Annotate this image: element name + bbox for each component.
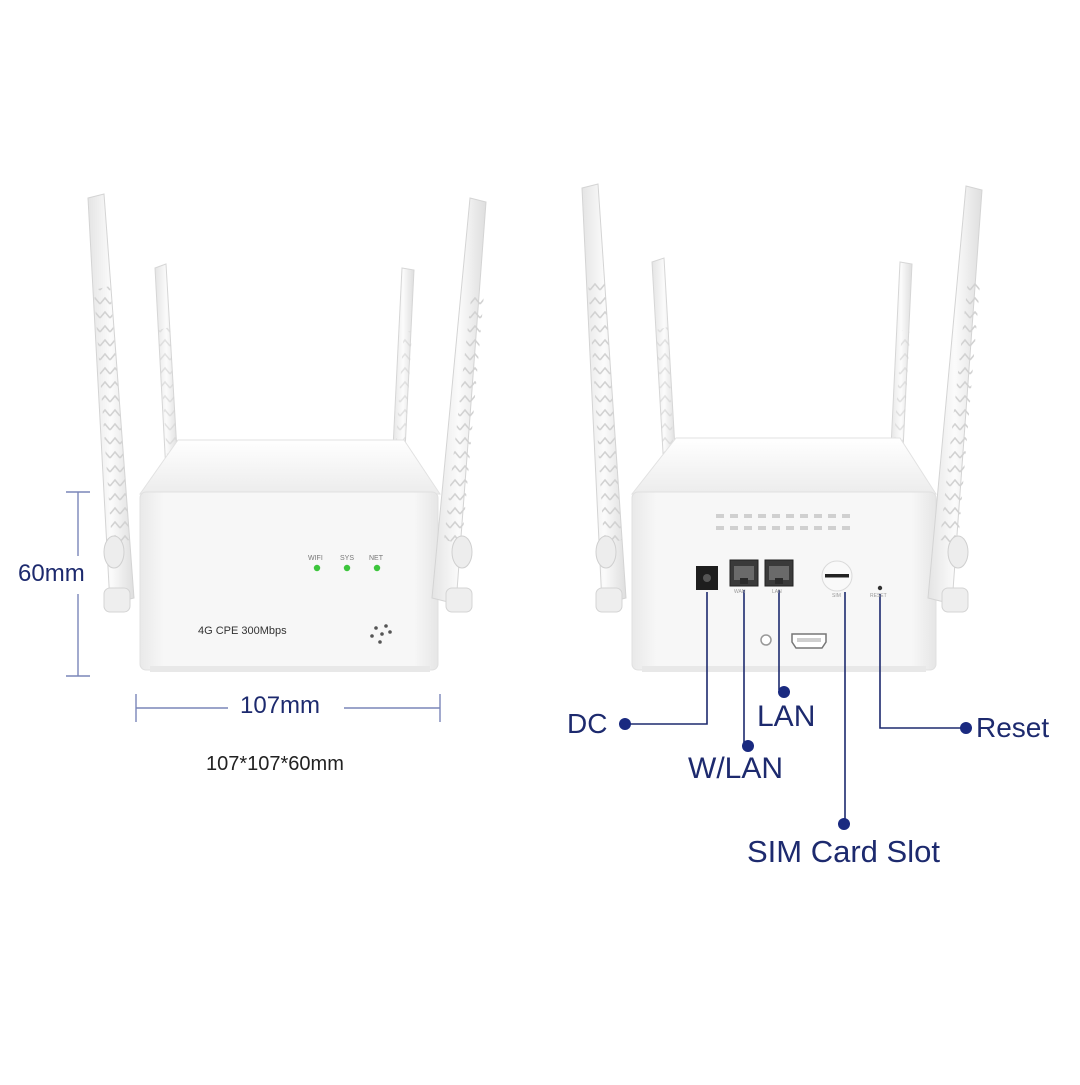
reset-hole-icon	[877, 585, 883, 591]
sim-slot-icon	[821, 560, 853, 592]
sys-led-icon	[343, 564, 351, 572]
wan-port-icon	[729, 559, 759, 587]
dc-port-icon	[696, 566, 718, 590]
rear-router	[581, 183, 983, 672]
net-led-icon	[373, 564, 381, 572]
vent-icon	[370, 624, 392, 644]
sim-callout-dot	[838, 818, 850, 830]
callout-lines	[626, 590, 966, 822]
antenna-icon	[581, 183, 627, 613]
width-dimension	[135, 694, 441, 722]
dc-callout-dot	[619, 718, 631, 730]
antenna-icon	[87, 193, 135, 613]
antenna-icon	[431, 197, 487, 613]
model-label: 4G CPE 300Mbps	[198, 625, 287, 637]
antenna-icon	[651, 257, 677, 471]
antenna-icon	[927, 185, 983, 613]
wlan-callout-dot	[742, 740, 754, 752]
front-router	[87, 193, 487, 672]
wan-port-caption: WAN	[734, 589, 746, 595]
reset-port-caption: RESET	[870, 593, 887, 599]
vent-slots	[716, 514, 850, 530]
height-dimension	[66, 491, 90, 677]
overall-size-label: 107*107*60mm	[206, 753, 344, 775]
hdmi-port-icon	[791, 633, 827, 649]
audio-jack-icon	[760, 634, 772, 646]
lan-callout-dot	[778, 686, 790, 698]
dc-leader-line	[626, 592, 708, 725]
wifi-led-label: WIFI	[308, 555, 323, 562]
reset-callout-dot	[960, 722, 972, 734]
wifi-led-icon	[313, 564, 321, 572]
reset-leader-line	[879, 594, 966, 729]
dc-callout-label: DC	[567, 708, 608, 739]
width-dimension-label: 107mm	[240, 692, 321, 719]
wlan-callout-label: W/LAN	[688, 752, 784, 785]
callout-dots	[619, 686, 972, 830]
lan-port-icon	[764, 559, 794, 587]
antenna-icon	[154, 263, 179, 473]
lan-callout-label: LAN	[757, 700, 816, 733]
sys-led-label: SYS	[340, 555, 355, 562]
net-led-label: NET	[369, 555, 383, 562]
height-dimension-label: 60mm	[18, 560, 85, 587]
sim-callout-label: SIM Card Slot	[747, 834, 940, 869]
reset-callout-label: Reset	[976, 712, 1050, 743]
lan-port-caption: LAN	[772, 589, 782, 595]
sim-port-caption: SIM	[832, 593, 841, 599]
